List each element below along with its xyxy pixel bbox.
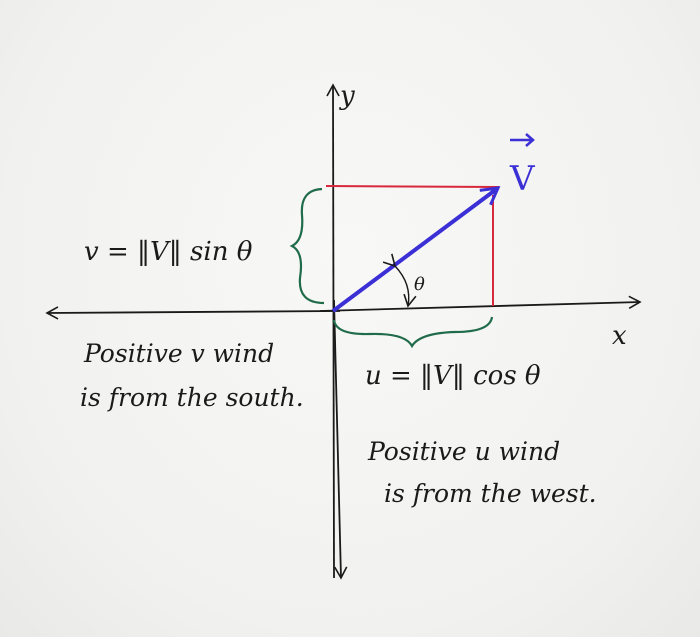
u-note-line2: is from the west. (384, 479, 597, 508)
u-formula: u = ‖V‖ cos θ (365, 361, 541, 391)
y-axis (326, 83, 340, 579)
x-axis (319, 295, 642, 312)
vector-label-arrow (510, 133, 535, 147)
v-note-line1: Positive v wind (83, 339, 274, 368)
u-note-line1: Positive u wind (367, 437, 560, 466)
vector-label: V (509, 159, 536, 199)
v-brace (289, 187, 325, 305)
x-axis-label: x (612, 321, 627, 351)
component-lines (325, 185, 500, 306)
v-formula: v = ‖V‖ sin θ (84, 237, 253, 267)
vector-arrow (331, 186, 501, 313)
y-axis-down-arrow (333, 299, 348, 580)
x-axis-left-arrow (45, 306, 341, 320)
theta-arc (382, 253, 417, 308)
v-note-line2: is from the south. (80, 383, 304, 412)
u-brace (332, 316, 494, 349)
y-axis-label: y (339, 81, 355, 111)
theta-label: θ (414, 274, 425, 295)
